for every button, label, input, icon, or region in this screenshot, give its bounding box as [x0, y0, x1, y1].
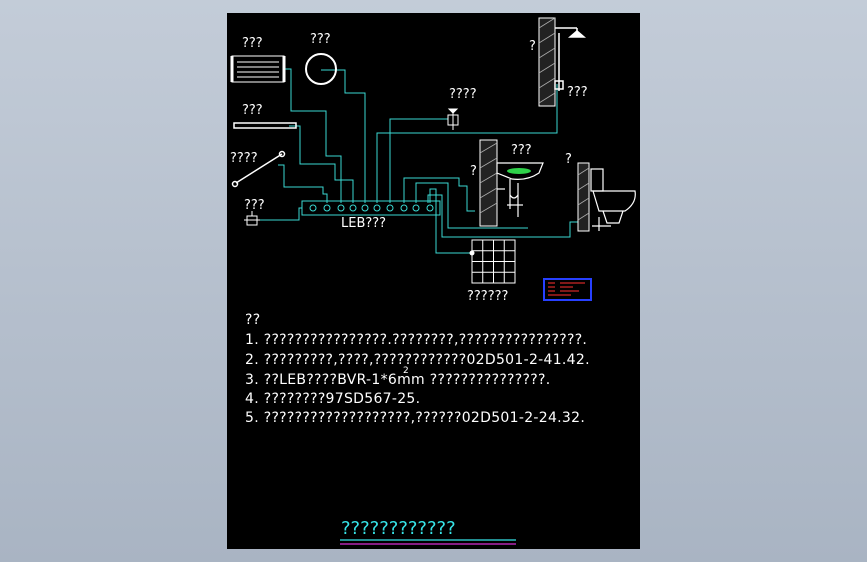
washbasin-icon	[479, 139, 544, 227]
washbasin-label: ???	[511, 143, 532, 158]
note-line-2: 2. ?????????,????,????????????02D501-2-4…	[245, 352, 590, 368]
drawing-sheet: ??? ??? ? ??? ???? ??? ???? ??? ??? ? ? …	[227, 13, 640, 549]
notes-header: ??	[245, 312, 261, 328]
mirror-icon	[305, 53, 337, 85]
wash-valve-label: ????	[449, 87, 477, 102]
mirror-label: ???	[310, 32, 331, 47]
note-line-4: 4. ????????97SD567-25.	[245, 391, 421, 407]
shower-label: ?	[529, 39, 536, 54]
shower-valve-label: ???	[567, 85, 588, 100]
floor-grid-icon	[469, 239, 516, 284]
towel-rack-label: ???	[242, 36, 263, 51]
towel-bar-icon	[233, 122, 297, 129]
note-line-5: 5. ???????????????????,??????02D501-2-24…	[245, 410, 586, 426]
wash-valve-icon	[447, 108, 459, 130]
bonding-wires	[256, 68, 585, 254]
floor-grid-label: ??????	[467, 289, 509, 304]
towel-rack-icon	[230, 55, 286, 83]
note-line-3-superscript: 2	[403, 366, 410, 376]
grab-bar-icon	[231, 150, 286, 188]
towel-bar-label: ???	[242, 103, 263, 118]
wiring-diagram	[230, 17, 636, 545]
grab-bar-label: ????	[230, 151, 258, 166]
socket-label: ???	[244, 198, 265, 213]
leb-box-label: LEB???	[341, 216, 387, 231]
shower-icon	[538, 17, 587, 107]
drawing-title: ????????????	[341, 518, 456, 539]
basin-wall-label: ?	[470, 164, 477, 179]
socket-icon	[244, 211, 260, 226]
note-line-1: 1. ????????????????.????????,???????????…	[245, 332, 588, 348]
toilet-label: ?	[565, 152, 572, 167]
legend-stamp	[543, 278, 592, 301]
leb-box	[301, 200, 441, 216]
note-line-3: 3. ??LEB????BVR-1*6mm ???????????????.	[245, 372, 551, 388]
toilet-icon	[577, 162, 636, 232]
title-underline	[340, 539, 516, 545]
